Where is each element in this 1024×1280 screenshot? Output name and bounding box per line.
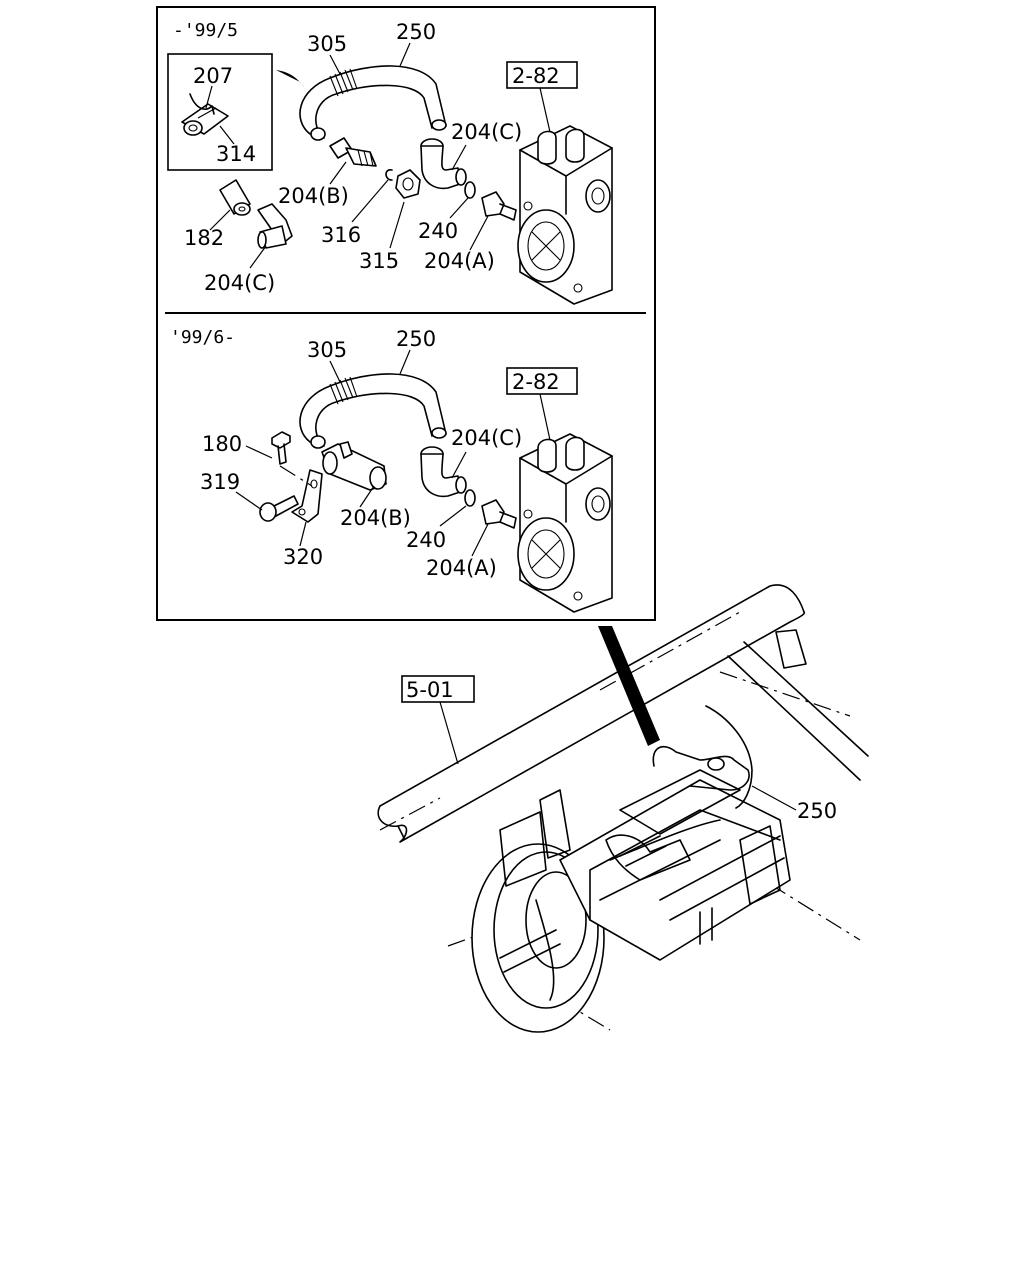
tee-204b-bottom (321, 441, 387, 491)
label-207: 207 (193, 64, 233, 88)
fitting-204a-bottom (481, 499, 517, 529)
label-316: 316 (321, 223, 361, 247)
elbow-204c-bottom (420, 446, 467, 498)
bolt-180 (271, 431, 291, 465)
fitting-204a-top (481, 191, 517, 221)
hose-250-top (299, 65, 447, 141)
washer-240-top (464, 181, 476, 199)
elbow-204c-top-b (257, 203, 293, 249)
label-204b-bottom: 204(B) (340, 506, 411, 530)
ref-5-01: 5-01 (406, 678, 454, 702)
variant-top: -'99/5 207 314 305 250 (167, 20, 613, 305)
label-250-top: 250 (396, 20, 436, 44)
label-204b-top: 204(B) (278, 184, 349, 208)
nut-315 (395, 169, 421, 199)
label-314: 314 (216, 142, 256, 166)
era-label-bottom: '99/6- (170, 327, 235, 348)
label-240-bottom: 240 (406, 528, 446, 552)
detail-pointer (598, 626, 660, 746)
transmission-assembly (471, 705, 791, 1033)
label-305-bottom: 305 (307, 338, 347, 362)
label-240-top: 240 (418, 219, 458, 243)
elbow-204c-top (420, 138, 467, 190)
label-315: 315 (359, 249, 399, 273)
label-250-bottom: 250 (396, 327, 436, 351)
ref-box-2-82-bottom (506, 367, 578, 395)
label-250-overview: 250 (797, 799, 837, 823)
ref-box-2-82-top (506, 61, 578, 89)
hose-250-bottom (299, 373, 447, 449)
frame-rail (377, 584, 869, 1031)
overview: 5-01 250 (377, 584, 869, 1033)
label-320: 320 (283, 545, 323, 569)
era-label-top: -'99/5 (173, 20, 238, 41)
label-305-top: 305 (307, 32, 347, 56)
sleeve-182 (219, 179, 251, 216)
label-204c-top-b: 204(C) (204, 271, 275, 295)
bolt-319 (259, 495, 299, 522)
variant-bottom: '99/6- 305 250 204(C) (170, 327, 613, 613)
valve-body-bottom (517, 433, 613, 613)
label-204c-top-a: 204(C) (451, 120, 522, 144)
connector-204b-top (329, 137, 377, 167)
ref-2-82-bottom: 2-82 (512, 370, 560, 394)
label-204a-top: 204(A) (424, 249, 495, 273)
ref-box-5-01 (401, 675, 475, 703)
bracket-320 (291, 469, 323, 523)
label-319: 319 (200, 470, 240, 494)
label-204a-bottom: 204(A) (426, 556, 497, 580)
washer-240-bottom (464, 489, 476, 507)
ref-2-82-top: 2-82 (512, 64, 560, 88)
valve-body-top (517, 125, 613, 305)
clip-316 (385, 169, 393, 181)
label-180: 180 (202, 432, 242, 456)
label-182: 182 (184, 226, 224, 250)
inset-clamp-hose (181, 93, 229, 136)
label-204c-bottom: 204(C) (451, 426, 522, 450)
